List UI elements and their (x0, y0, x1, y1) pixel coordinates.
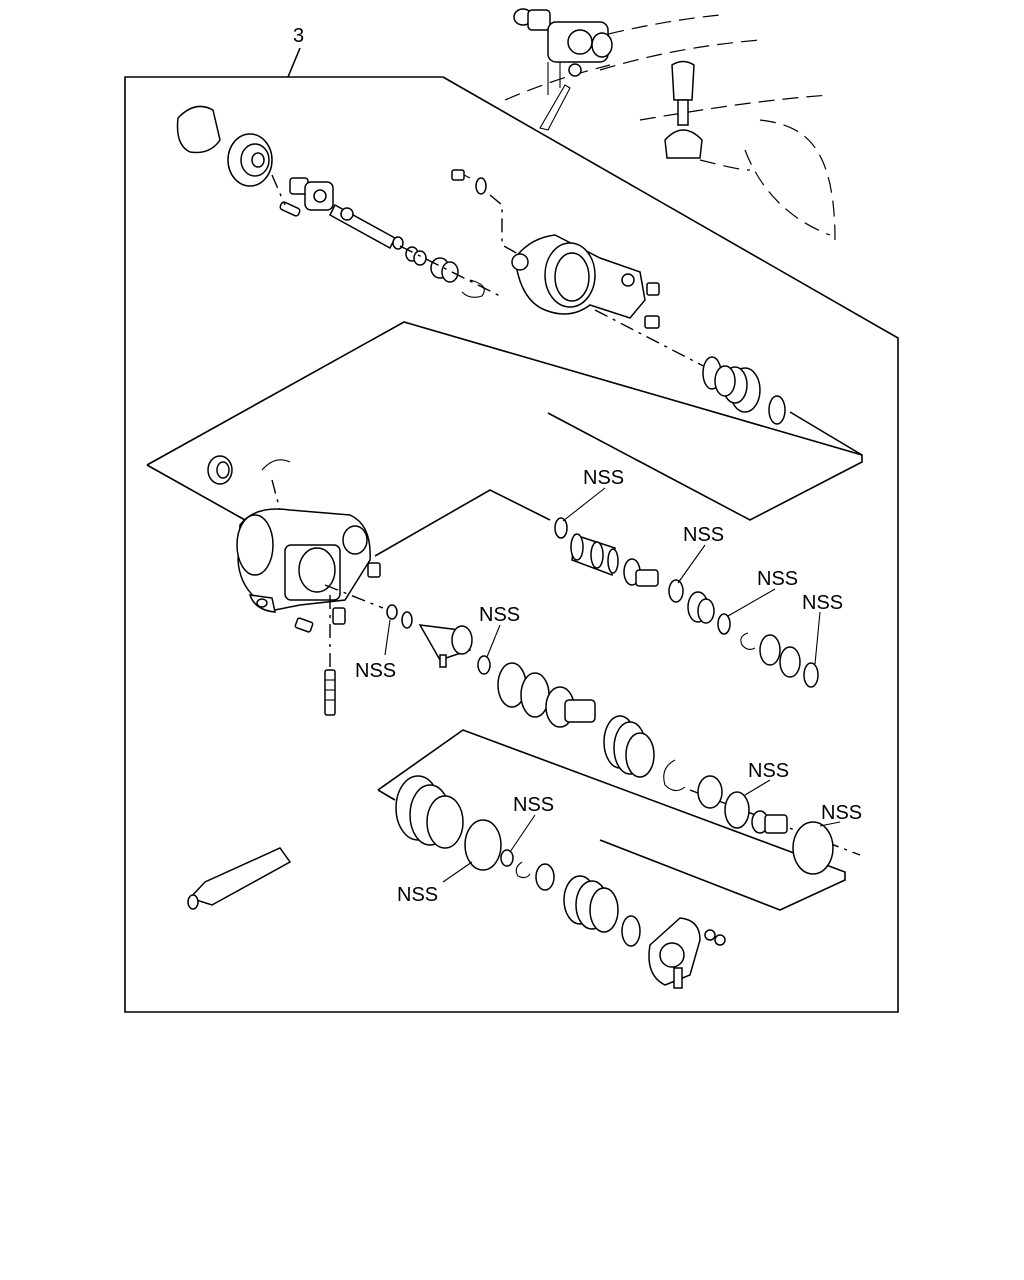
nss-leader-lines (384, 487, 841, 883)
lower-piston-assembly (187, 775, 834, 989)
vehicle-context-illustration (504, 8, 836, 241)
nss-labels: NSS NSS NSS NSS NSS NSS NSS NSS NSS NSS (355, 467, 862, 906)
callout-number: 3 (293, 25, 304, 47)
assembly-frame: 3 (124, 25, 899, 1013)
nss-label: NSS (479, 604, 520, 626)
nss-label: NSS (397, 884, 438, 906)
nss-label: NSS (513, 794, 554, 816)
upper-pushrod-assembly (176, 105, 863, 456)
nss-label: NSS (802, 592, 843, 614)
nss-label: NSS (757, 568, 798, 590)
lower-frame-lines (377, 729, 846, 911)
nss-label: NSS (821, 802, 862, 824)
valve-body-assembly (207, 455, 861, 856)
nss-label: NSS (355, 660, 396, 682)
middle-frame-lines (146, 321, 863, 557)
nss-label: NSS (748, 760, 789, 782)
nss-label: NSS (683, 524, 724, 546)
nss-label: NSS (583, 467, 624, 489)
